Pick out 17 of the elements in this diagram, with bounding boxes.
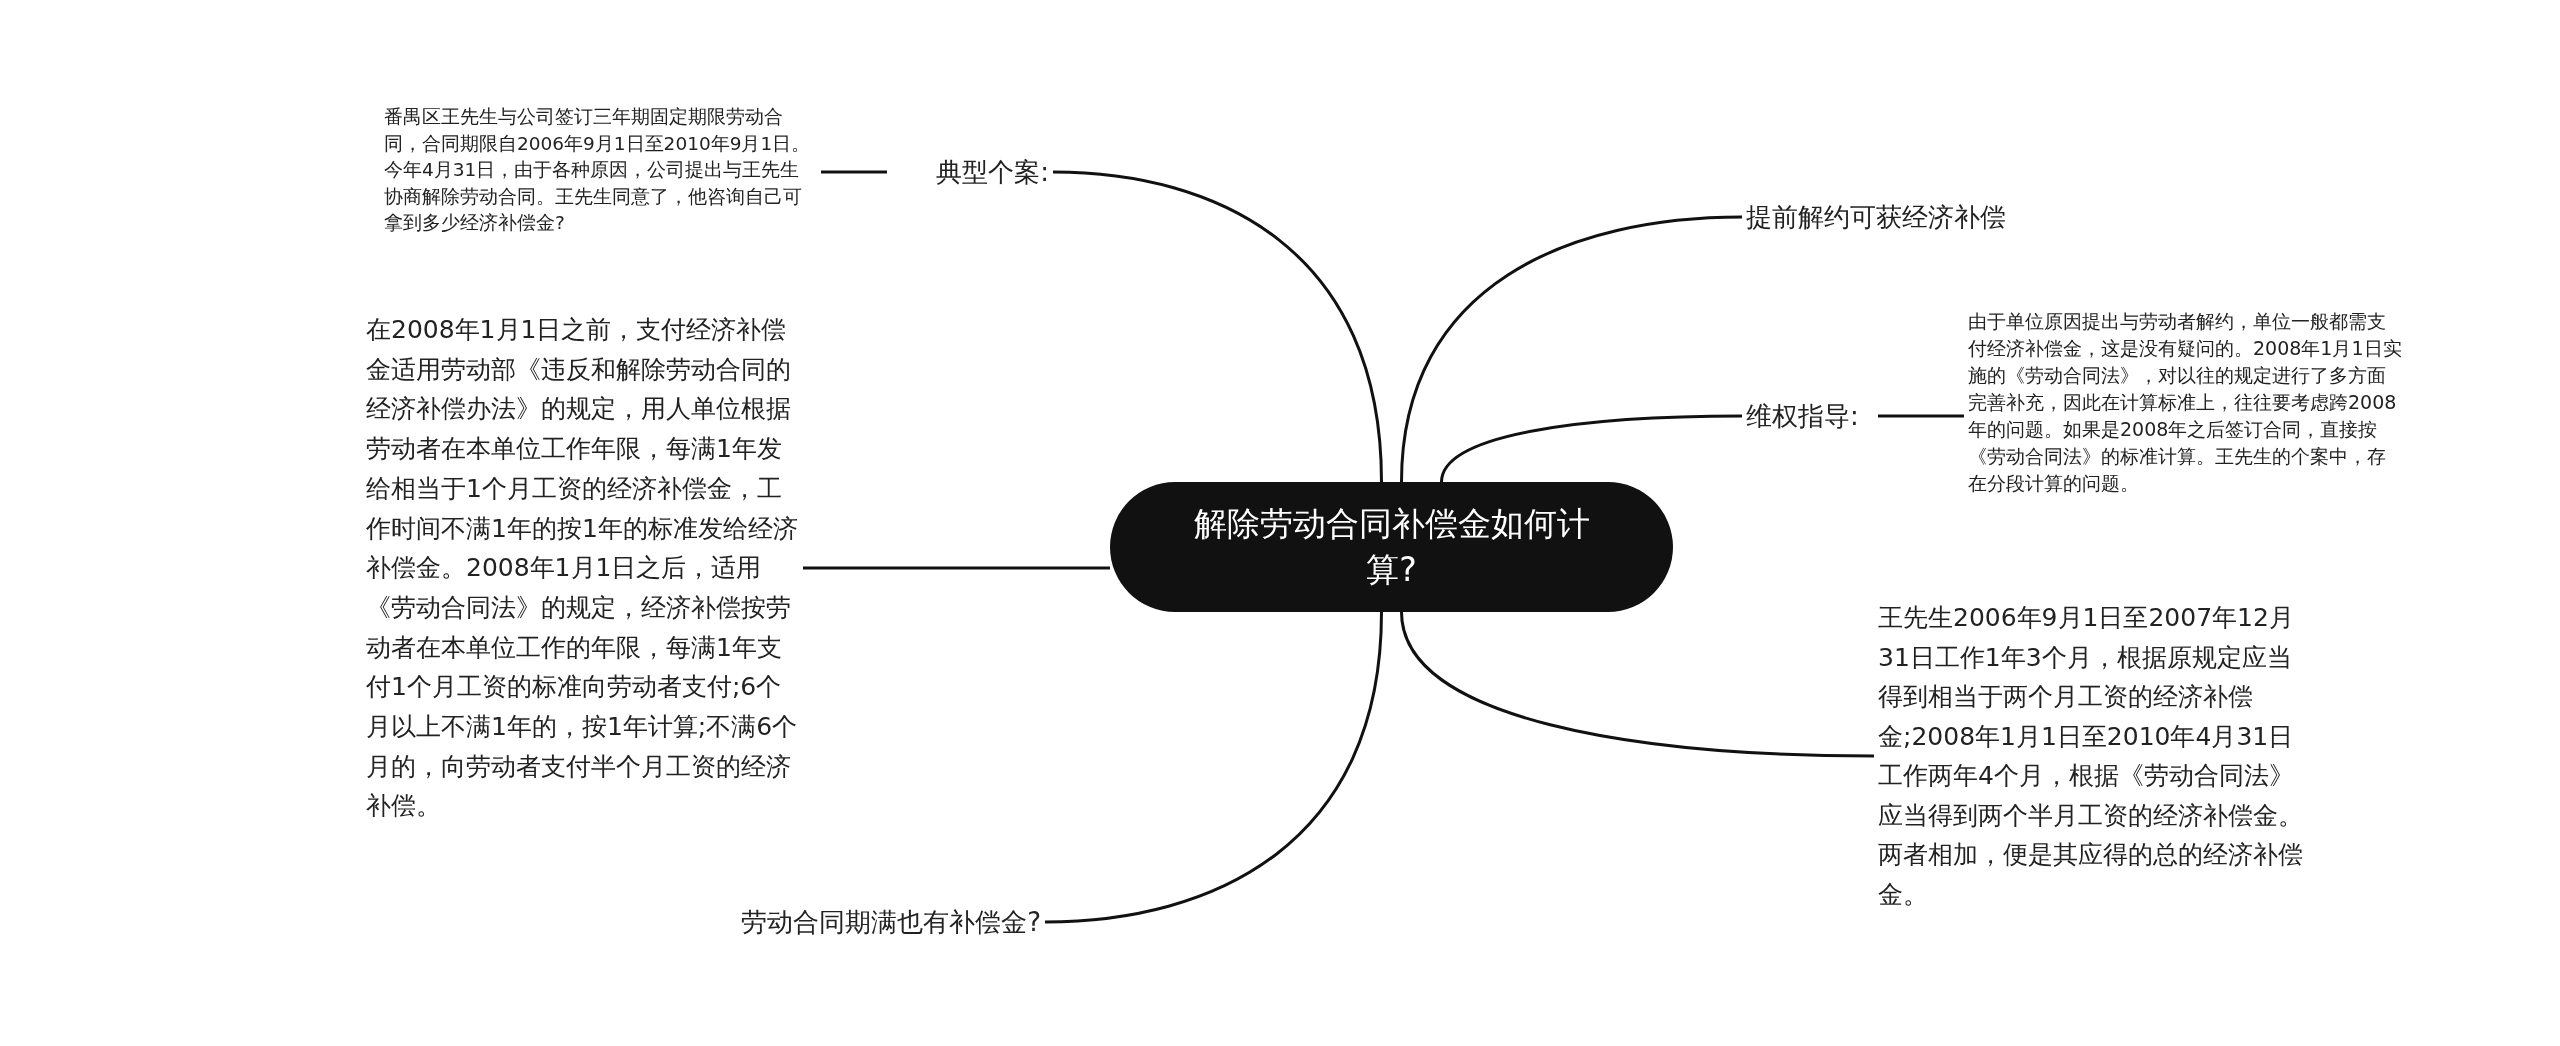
central-topic: 解除劳动合同补偿金如何计算? xyxy=(1110,482,1673,612)
note-text: 番禺区王先生与公司签订三年期固定期限劳动合同，合同期限自2006年9月1日至2010年9月1日。今年4月31日，由于各种原因，公司提出与王先生协商解除劳动合同。王先生同意了，他咨询自己可拿到多少经济补偿金? xyxy=(378,104,823,237)
topic-text: 劳动合同期满也有补偿金? xyxy=(712,902,1047,942)
topic-text: 维权指导: xyxy=(1740,396,1880,436)
note-text: 王先生2006年9月1日至2007年12月31日工作1年3个月，根据原规定应当得到相当于两个月工资的经济补偿金;2008年1月1日至2010年4月31日工作两年4个月，根据《劳动合同法》应当得到两个半月工资的经济补偿金。两者相加，便是其应得的总的经济补偿金。 xyxy=(1872,598,2310,914)
note-text: 在2008年1月1日之前，支付经济补偿金适用劳动部《违反和解除劳动合同的经济补偿办法》的规定，用人单位根据劳动者在本单位工作年限，每满1年发给相当于1个月工资的经济补偿金，工作时间不满1年的按1年的标准发给经济补偿金。2008年1月1日之后，适用《劳动合同法》的规定，经济补偿按劳动者在本单位工作的年限，每满1年支付1个月工资的标准向劳动者支付;6个月以上不满1年的，按1年计算;不满6个月的，向劳动者支付半个月工资的经济补偿。 xyxy=(360,310,805,827)
connector-line xyxy=(1878,414,1964,418)
note-text: 由于单位原因提出与劳动者解约，单位一般都需支付经济补偿金，这是没有疑问的。2008年1月1日实施的《劳动合同法》，对以往的规定进行了多方面完善补充，因此在计算标准上，往往要考虑跨2008年的问题。如果是2008年之后签订合同，直接按《劳动合同法》的标准计算。王先生的个案中，存在分段计算的问题。 xyxy=(1962,308,2410,497)
connector-line xyxy=(1044,611,1383,924)
topic-text: 提前解约可获经济补偿 xyxy=(1740,197,2040,237)
connector-line xyxy=(1400,611,1874,758)
connector-line xyxy=(1440,414,1742,483)
connector-line xyxy=(1052,170,1383,483)
connector-line xyxy=(803,566,1110,570)
topic-text: 典型个案: xyxy=(885,152,1055,192)
connector-line xyxy=(1400,215,1743,483)
connector-line xyxy=(821,170,887,174)
